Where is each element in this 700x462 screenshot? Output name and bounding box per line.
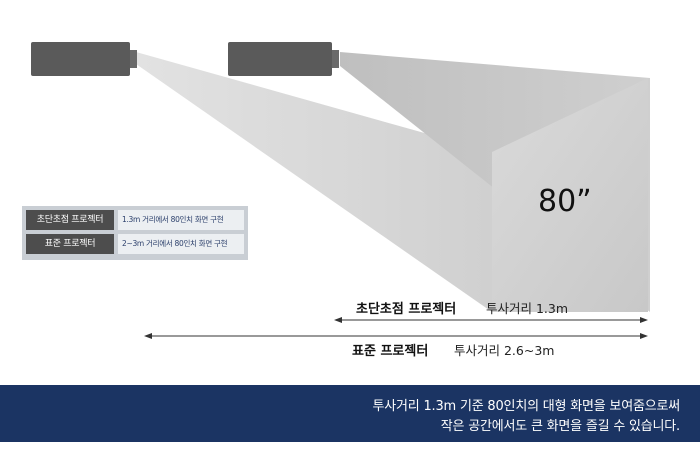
- standard-distance-value: 투사거리 2.6~3m: [454, 343, 554, 358]
- legend-row-standard: 표준 프로젝터 2~3m 거리에서 80인치 화면 구현: [26, 234, 244, 254]
- standard-projector: [31, 42, 137, 76]
- ultra-short-distance-value: 투사거리 1.3m: [486, 301, 568, 316]
- footer-line-1: 투사거리 1.3m 기준 80인치의 대형 화면을 보여줌으로써: [372, 399, 681, 414]
- standard-distance-arrow: [144, 333, 648, 339]
- screen-size-label: 80”: [538, 184, 592, 219]
- projection-screen: [492, 78, 648, 312]
- footer-line-2: 작은 공간에서도 큰 화면을 즐길 수 있습니다.: [440, 419, 680, 434]
- ultra-short-projector: [228, 42, 339, 76]
- ultra-short-distance-title: 초단초점 프로젝터: [356, 301, 456, 317]
- legend-value: 1.3m 거리에서 80인치 화면 구현: [118, 210, 244, 230]
- legend-key: 초단초점 프로젝터: [26, 210, 114, 230]
- ultra-short-distance-arrow: [334, 317, 648, 323]
- legend-box: 초단초점 프로젝터 1.3m 거리에서 80인치 화면 구현 표준 프로젝터 2…: [22, 206, 248, 260]
- footer-banner: 투사거리 1.3m 기준 80인치의 대형 화면을 보여줌으로써 작은 공간에서…: [0, 385, 700, 442]
- standard-distance-title: 표준 프로젝터: [352, 343, 428, 359]
- legend-value: 2~3m 거리에서 80인치 화면 구현: [118, 234, 244, 254]
- legend-key: 표준 프로젝터: [26, 234, 114, 254]
- standard-beam: [136, 52, 492, 312]
- legend-row-ultra-short: 초단초점 프로젝터 1.3m 거리에서 80인치 화면 구현: [26, 210, 244, 230]
